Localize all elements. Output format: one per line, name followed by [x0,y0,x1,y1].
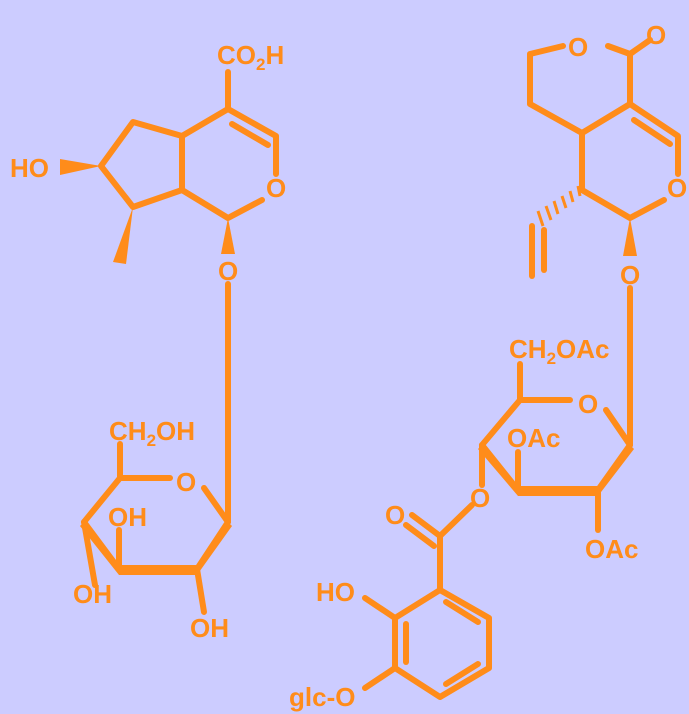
right-benzene-inner-1 [443,599,481,625]
right-phenol-label: HO [316,577,355,607]
left-sugar-oh4-label: OH [73,579,112,609]
right-ester-o-bond [437,502,475,539]
left-glucose-front-right [197,522,232,575]
left-glycosidic-oxygen-label: O [218,256,238,286]
left-glucose-oh4-bond [81,519,98,588]
left-ring-oxygen-label: O [266,173,286,203]
right-ester-oxygen-label: O [470,483,490,513]
left-glucose-front-edge [119,565,197,575]
right-sugar-front-left [478,445,518,496]
right-ester-carbonyl-oxygen-label: O [385,500,405,530]
right-glucosyl-bond [362,665,398,691]
right-sugar-front-edge [518,486,598,496]
left-hydroxyl-wedge [60,159,101,175]
left-carboxylic-acid-label: CO2H [217,40,284,74]
left-pyran-ring [179,106,279,221]
right-molecule: O O O O CH2OAc O OAc OAc O O HO glc-O [289,20,687,712]
right-pyran-double-bond [631,117,673,147]
right-ester-carbonyl-a [409,512,443,539]
right-glycosidic-oxygen-label: O [620,260,640,290]
left-sugar-ring-oxygen-label: O [176,467,196,497]
right-glycosidic-wedge [623,218,637,256]
left-pyran-double-bond [229,121,271,148]
right-carbonyl-oxygen-label: O [646,20,666,50]
left-glucose-oh2-bond [194,566,207,615]
left-glycosidic-wedge [221,218,235,254]
left-molecule: CO2H HO O O CH2OH O OH OH OH [10,40,286,643]
right-glucosyl-label: glc-O [289,682,355,712]
right-lactone-oxygen-label: O [568,32,588,62]
right-ring-oxygen-label: O [667,173,687,203]
right-sugar-front-right [598,445,634,496]
right-vinyl-hash [536,185,582,227]
right-sugar-oac2-label: OAc [585,534,638,564]
left-sugar-oh3-label: OH [108,502,147,532]
right-phenol-bond [362,595,398,621]
right-sugar-oac3-label: OAc [507,423,560,453]
left-cyclopentane-ring [98,119,185,210]
right-pyran-ring [579,101,681,221]
right-sugar-ring-oxygen-label: O [578,389,598,419]
right-carbonyl-bond [627,37,653,57]
left-hydroxyl-label: HO [10,153,49,183]
left-sugar-oh2-label: OH [190,613,229,643]
right-benzene-ring [392,587,492,700]
left-glucose-front-left [80,522,119,575]
right-ester-carbonyl-b [403,522,437,549]
left-methyl-wedge [113,207,133,264]
right-benzene-inner-2 [443,661,481,687]
right-sugar-ch2oac-label: CH2OAc [509,334,610,368]
left-sugar-ch2oh-label: CH2OH [109,416,195,450]
